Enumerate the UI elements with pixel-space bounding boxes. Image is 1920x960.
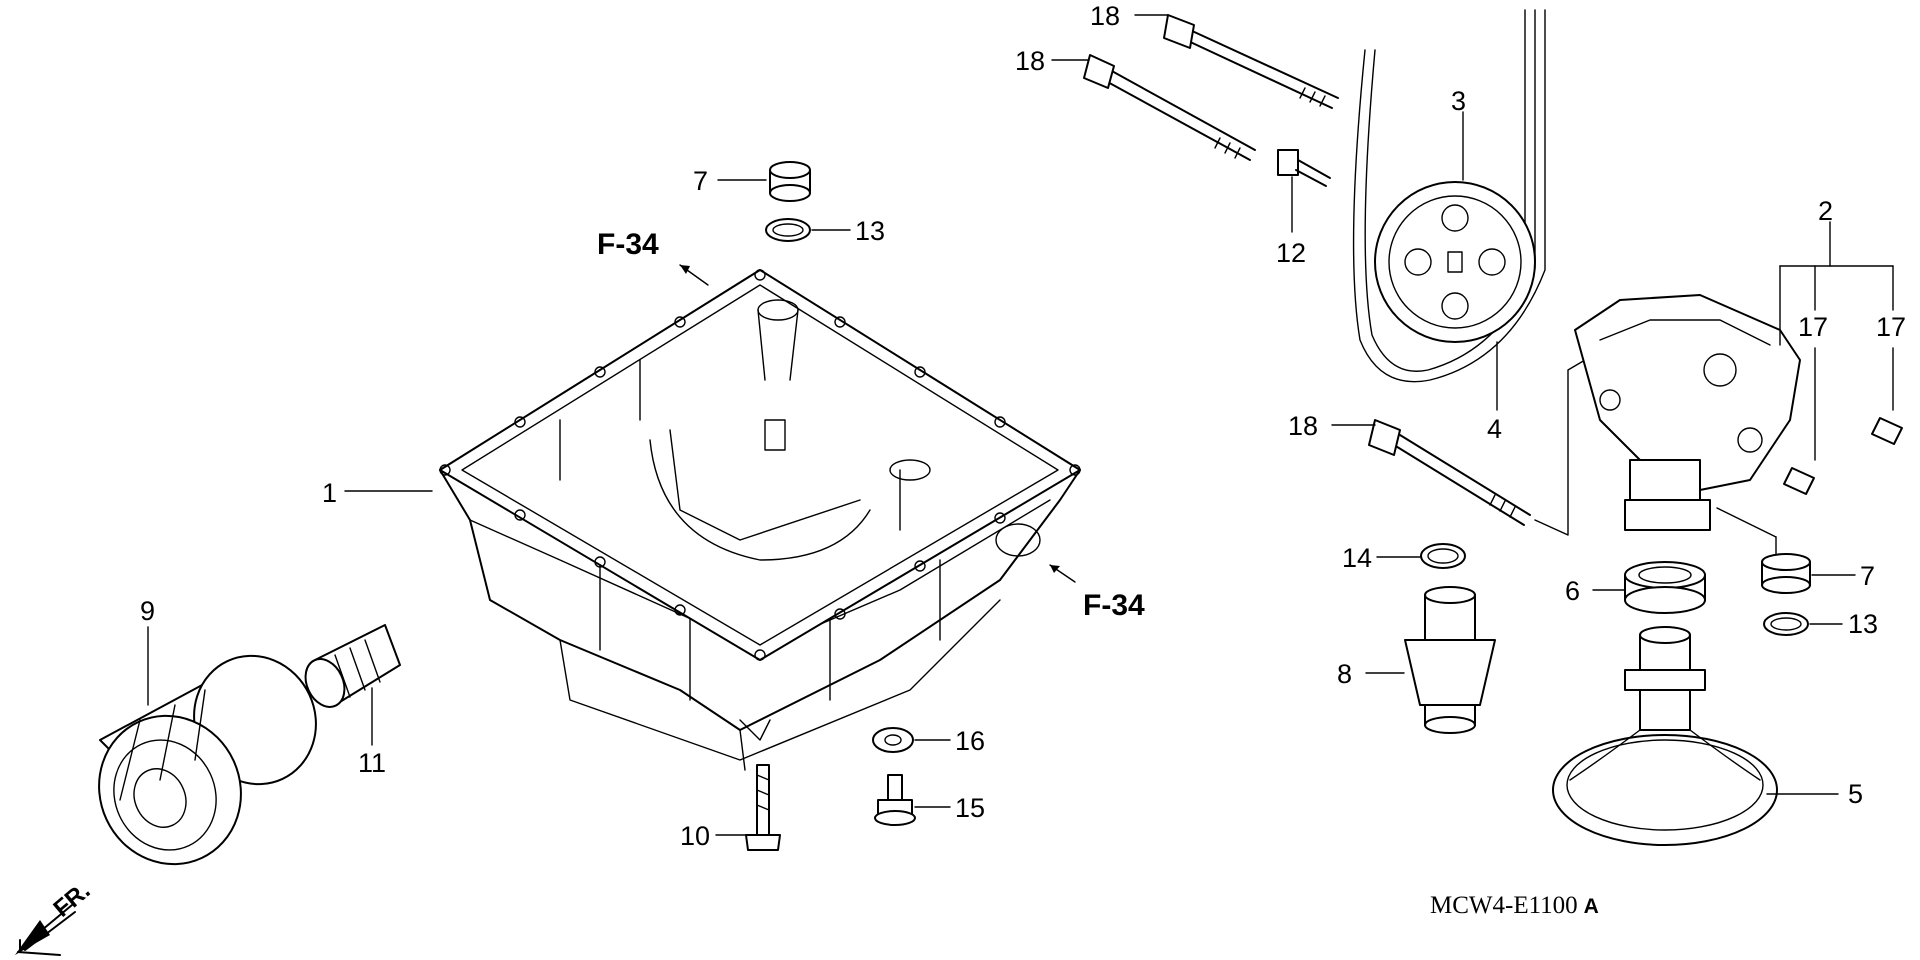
oil-strainer-5 (1552, 626, 1778, 846)
leader-lines (147, 14, 1894, 836)
callout-labels: 1 2 3 4 5 6 7 7 8 9 10 11 12 13 13 14 15… (140, 1, 1906, 851)
dowel-pin-17-left (1783, 467, 1815, 495)
callout-5: 5 (1848, 779, 1863, 809)
bolt-18-middle (1083, 54, 1256, 161)
washer-16 (872, 727, 914, 753)
callout-1: 1 (322, 478, 337, 508)
callout-18-upper: 18 (1090, 1, 1120, 31)
seal-6 (1624, 561, 1706, 614)
o-ring-13-right (1763, 612, 1809, 636)
o-ring-13-top (765, 218, 811, 242)
drawing-code-number: MCW4-E1100 (1430, 892, 1578, 919)
callout-13-right: 13 (1848, 609, 1878, 639)
callout-7-top: 7 (693, 166, 708, 196)
bolt-15 (874, 774, 916, 826)
stud-bolt-12 (1277, 149, 1331, 187)
callout-3: 3 (1451, 86, 1466, 116)
callout-18-lower: 18 (1288, 411, 1318, 441)
drain-bolt (745, 764, 781, 851)
relief-valve-8 (1404, 586, 1496, 734)
collar-7-top (769, 161, 811, 202)
callout-11: 11 (358, 748, 386, 778)
reference-f34-upper: F-34 (597, 228, 659, 261)
reference-f34-lower: F-34 (1083, 589, 1145, 622)
callout-4: 4 (1487, 414, 1502, 444)
bolt-18-lower (1368, 359, 1586, 536)
callout-16: 16 (955, 726, 985, 756)
collar-7-right (1761, 553, 1811, 594)
oil-filter (98, 654, 317, 866)
sprocket (1374, 181, 1536, 343)
o-ring-14 (1420, 543, 1466, 569)
callout-9: 9 (140, 596, 155, 626)
callout-7-right: 7 (1860, 561, 1875, 591)
callout-2: 2 (1818, 196, 1833, 226)
bolt-18-upper (1163, 14, 1339, 109)
callout-13-top: 13 (855, 216, 885, 246)
callout-10: 10 (680, 821, 710, 851)
dowel-pin-17-right (1871, 417, 1903, 445)
reference-arrows (680, 265, 1060, 573)
oil-pan (439, 269, 1081, 771)
callout-17-left: 17 (1798, 312, 1828, 342)
callout-12: 12 (1276, 238, 1306, 268)
callout-15: 15 (955, 793, 985, 823)
drawing-code: MCW4-E1100 A (1430, 892, 1599, 919)
callout-14: 14 (1342, 543, 1372, 573)
front-direction-label: FR. (49, 877, 96, 923)
callout-6: 6 (1565, 576, 1580, 606)
front-direction-arrow (15, 904, 76, 956)
callout-8: 8 (1337, 659, 1352, 689)
callout-18-middle: 18 (1015, 46, 1045, 76)
joint-pipe (304, 624, 401, 708)
revision-mark: A (1584, 895, 1599, 918)
oil-pump (1574, 294, 1801, 531)
callout-17-right: 17 (1876, 312, 1906, 342)
